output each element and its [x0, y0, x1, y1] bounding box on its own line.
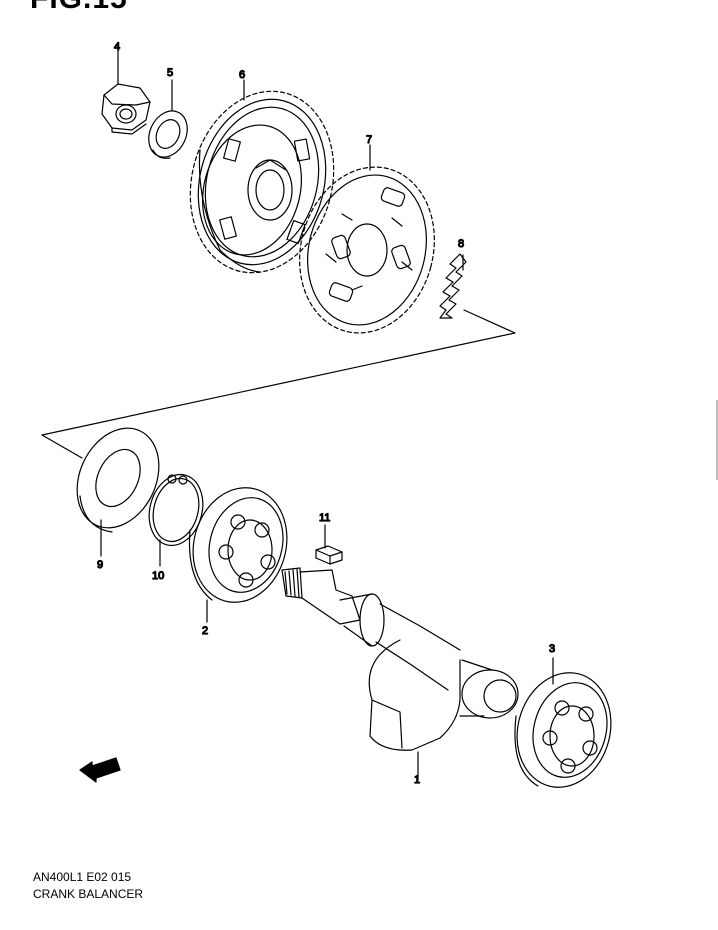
part-10-circlip[interactable]	[142, 468, 211, 551]
callout-8: 8	[458, 238, 464, 250]
callout-6: 6	[239, 69, 245, 81]
assembly-guide-line	[41, 309, 516, 459]
part-3-bearing[interactable]	[505, 662, 624, 798]
callout-3: 3	[549, 643, 555, 655]
part-5-washer[interactable]	[142, 105, 195, 164]
callout-7: 7	[366, 134, 372, 146]
part-11-key[interactable]	[315, 545, 343, 565]
part-7-gear[interactable]	[282, 152, 453, 348]
callout-11: 11	[319, 512, 330, 524]
part-4-nut[interactable]	[101, 83, 151, 135]
fwd-arrow-icon: FWD	[79, 757, 121, 783]
part-2-bearing[interactable]	[181, 477, 300, 613]
edge-scan-mark	[716, 400, 718, 480]
callout-2: 2	[202, 625, 208, 637]
figure-title: FIG.15	[30, 0, 128, 16]
callout-1: 1	[414, 774, 420, 786]
callout-4: 4	[114, 41, 120, 53]
part-6-gear[interactable]	[171, 75, 354, 289]
part-9-washer[interactable]	[62, 415, 175, 541]
footer-code: AN400L1 E02 015	[33, 870, 132, 884]
part-1-balancer-shaft[interactable]	[281, 567, 519, 751]
part-8-spring[interactable]	[439, 253, 467, 319]
fwd-label: FWD	[97, 767, 113, 778]
footer-name: CRANK BALANCER	[33, 887, 144, 901]
callout-5: 5	[167, 67, 173, 79]
callout-10: 10	[152, 570, 164, 582]
callout-9: 9	[97, 559, 103, 571]
